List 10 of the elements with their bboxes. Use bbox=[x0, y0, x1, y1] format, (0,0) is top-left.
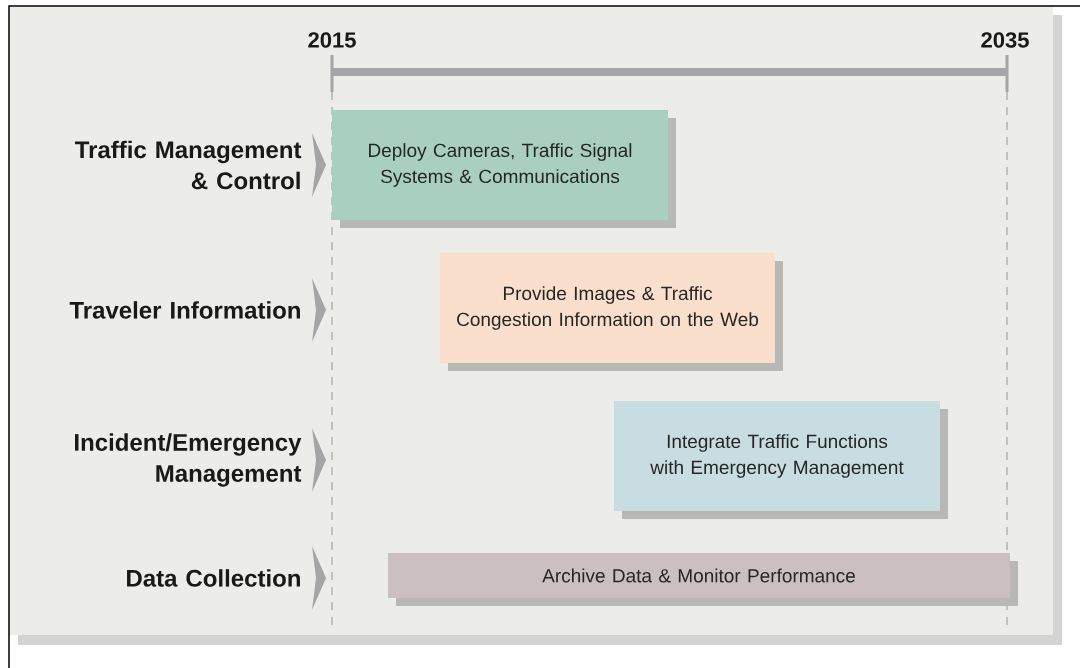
task-bar: Deploy Cameras, Traffic Signal Systems & Communications bbox=[332, 110, 676, 228]
row-label: Data Collection bbox=[127, 569, 300, 587]
year-label: 2015 bbox=[308, 32, 356, 48]
task-bar: Provide Images & Traffic Congestion Information on the Web bbox=[440, 253, 783, 371]
year-label: 2035 bbox=[981, 32, 1029, 48]
task-bar: Archive Data & Monitor Performance bbox=[388, 553, 1018, 606]
row-label: Traffic Management & Control bbox=[75, 140, 302, 190]
task-bar: Integrate Traffic Functions with Emergency Management bbox=[614, 401, 948, 519]
row-label: Incident/Emergency Management bbox=[75, 433, 302, 487]
row-label: Traveler Information bbox=[69, 301, 300, 319]
